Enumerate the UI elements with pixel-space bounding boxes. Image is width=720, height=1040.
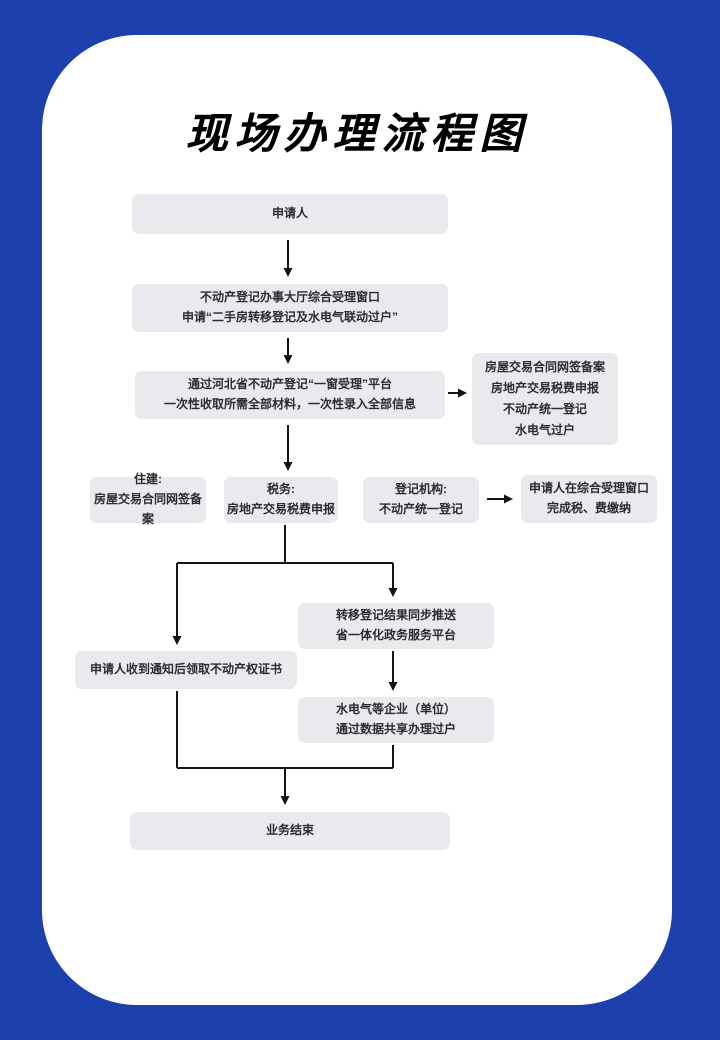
page-title: 现场办理流程图 xyxy=(185,109,529,158)
box-reception-window: 不动产登记办事大厅综合受理窗口 申请“二手房转移登记及水电气联动过户” xyxy=(132,284,448,332)
box-result-push: 转移登记结果同步推送 省一体化政务服务平台 xyxy=(298,603,494,649)
box-push-line1: 转移登记结果同步推送 xyxy=(335,608,456,623)
box-services-line2: 房地产交易税费申报 xyxy=(490,381,599,395)
box-dengji-line1: 登记机构: xyxy=(395,482,447,497)
box-utility-line2: 通过数据共享办理过户 xyxy=(335,722,456,736)
box-shuiwu-line1: 税务: xyxy=(267,482,295,497)
box-platform-line2: 一次性收取所需全部材料，一次性录入全部信息 xyxy=(163,397,416,411)
box-services-line3: 不动产统一登记 xyxy=(502,402,587,416)
box-tax-dept: 税务: 房地产交易税费申报 xyxy=(224,477,338,523)
box-linked-services: 房屋交易合同网签备案 房地产交易税费申报 不动产统一登记 水电气过户 xyxy=(472,353,618,445)
box-reception-line2: 申请“二手房转移登记及水电气联动过户” xyxy=(181,310,398,324)
box-shuiwu-line2: 房地产交易税费申报 xyxy=(226,502,335,516)
box-housing-dept: 住建: 房屋交易合同网签备案 xyxy=(90,472,206,526)
box-business-end: 业务结束 xyxy=(130,812,450,850)
box-push-line2: 省一体化政务服务平台 xyxy=(335,628,456,642)
box-registration-agency: 登记机构: 不动产统一登记 xyxy=(363,477,479,523)
box-utility-line1: 水电气等企业（单位） xyxy=(335,702,456,717)
box-reception-line1: 不动产登记办事大厅综合受理窗口 xyxy=(199,290,380,305)
box-payment-line2: 完成税、费缴纳 xyxy=(546,501,631,515)
box-services-line4: 水电气过户 xyxy=(514,423,575,437)
box-platform-line1: 通过河北省不动产登记“一窗受理”平台 xyxy=(187,377,392,392)
box-end-label: 业务结束 xyxy=(265,823,314,838)
box-utility-transfer: 水电气等企业（单位） 通过数据共享办理过户 xyxy=(298,697,494,743)
box-zhujian-line1: 住建: xyxy=(134,472,162,487)
box-zhujian-line2: 房屋交易合同网签备案 xyxy=(93,492,202,526)
box-tax-fee-payment: 申请人在综合受理窗口 完成税、费缴纳 xyxy=(521,475,657,523)
box-one-window-platform: 通过河北省不动产登记“一窗受理”平台 一次性收取所需全部材料，一次性录入全部信息 xyxy=(135,371,445,419)
box-payment-line1: 申请人在综合受理窗口 xyxy=(528,481,649,496)
box-applicant-label: 申请人 xyxy=(271,206,308,221)
box-collect-certificate: 申请人收到通知后领取不动产权证书 xyxy=(75,651,297,689)
box-services-line1: 房屋交易合同网签备案 xyxy=(484,360,605,374)
box-certificate-label: 申请人收到通知后领取不动产权证书 xyxy=(89,662,282,677)
box-applicant: 申请人 xyxy=(132,194,448,234)
box-dengji-line2: 不动产统一登记 xyxy=(378,502,463,516)
